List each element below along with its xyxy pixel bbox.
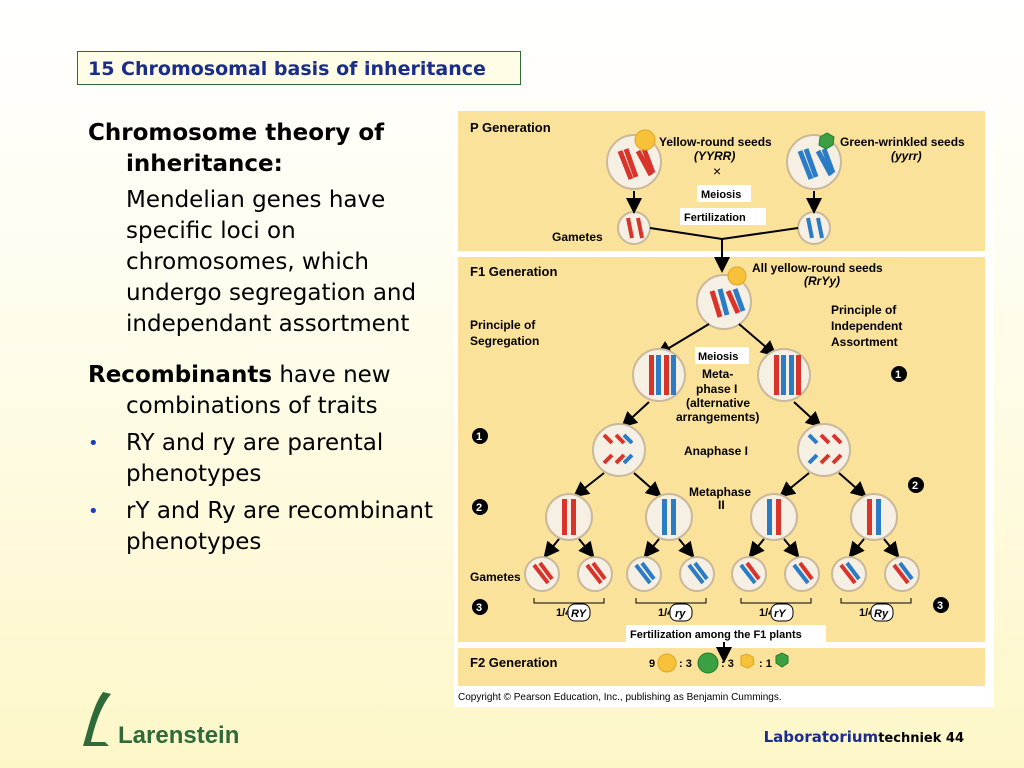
step-marker: 1: [891, 366, 907, 382]
principle-independent-line3: Assortment: [831, 335, 898, 349]
slide-title: 15 Chromosomal basis of inheritance: [77, 51, 521, 85]
gametes-label-f1: Gametes: [470, 570, 521, 584]
gamete-label-Ry: Ry: [874, 608, 889, 620]
metaphase1-cell-right: [757, 348, 811, 402]
metaphase2-cell: [645, 493, 693, 541]
f2-generation-label: F2 Generation: [470, 655, 557, 670]
p-generation-panel: [458, 111, 985, 251]
copyright-text: Copyright © Pearson Education, Inc., pub…: [458, 692, 782, 703]
bullet-dot: •: [88, 501, 99, 522]
bullet-parental: •RY and ry are parental phenotypes: [88, 430, 384, 487]
yellow-wrinkled-seed-icon: [740, 653, 755, 669]
step-marker: 2: [908, 477, 924, 493]
recombinants-line: Recombinants have new combinations of tr…: [88, 362, 391, 419]
yellow-seed-icon: [727, 266, 747, 286]
gamete-cell: [884, 556, 920, 592]
green-wrinkled-label: Green-wrinkled seeds: [840, 135, 965, 149]
all-yellow-round-label: All yellow-round seeds: [752, 261, 883, 275]
svg-text:3: 3: [937, 600, 943, 612]
green-round-seed-icon: [697, 652, 719, 674]
gamete-cell-green: [797, 211, 831, 245]
bullet-recombinant: •rY and Ry are recombinant phenotypes: [88, 498, 434, 555]
gamete-label-ry: ry: [675, 608, 686, 620]
larenstein-logo-icon: [83, 692, 111, 746]
svg-text:1: 1: [476, 431, 482, 443]
yellow-round-genotype: (YYRR): [694, 149, 735, 163]
green-wrinkled-seed-icon: [818, 132, 835, 150]
metaphase1-cell-left: [632, 348, 686, 402]
principle-independent-line2: Independent: [831, 319, 902, 333]
all-yellow-round-genotype: (RrYy): [804, 274, 840, 288]
svg-text:2: 2: [476, 502, 482, 514]
step-marker: 1: [472, 428, 488, 444]
metaphase2-label-b: II: [718, 498, 725, 512]
gamete-cell: [679, 556, 715, 592]
f1-generation-label: F1 Generation: [470, 264, 557, 279]
anaphase1-label: Anaphase I: [684, 444, 748, 458]
ratio-1: : 1: [759, 658, 772, 670]
metaphase1-text-c: (alternative: [686, 396, 750, 410]
svg-text:3: 3: [476, 602, 482, 614]
ratio-9: 9: [649, 658, 655, 670]
svg-text:2: 2: [912, 480, 918, 492]
cross-symbol: ×: [713, 163, 721, 179]
metaphase1-text-a: Meta-: [702, 367, 733, 381]
ratio-3b: : 3: [721, 658, 734, 670]
bullet-dot: •: [88, 433, 99, 454]
metaphase2-cell: [750, 493, 798, 541]
gamete-cell: [577, 556, 613, 592]
yellow-parent-cell: [606, 129, 662, 190]
inheritance-diagram: P Generation Yellow-round seeds (YYRR) G…: [458, 111, 985, 703]
metaphase1-text-b: phase I: [696, 382, 737, 396]
inheritance-figure: P Generation Yellow-round seeds (YYRR) G…: [454, 107, 994, 707]
green-wrinkled-genotype: (yyrr): [891, 149, 922, 163]
metaphase1-text-d: arrangements): [676, 410, 759, 424]
f1-cell: [696, 266, 752, 330]
anaphase1-cell-right: [797, 423, 851, 477]
step-marker: 3: [933, 597, 949, 613]
yellow-round-seed-icon: [657, 653, 677, 673]
anaphase1-cell-left: [592, 423, 646, 477]
gamete-cell: [831, 556, 867, 592]
fertilization-f1-label: Fertilization among the F1 plants: [630, 629, 802, 641]
gamete-cell: [524, 556, 560, 592]
step-marker: 3: [472, 599, 488, 615]
footer-page: techniek 44: [878, 731, 964, 746]
gamete-cell: [626, 556, 662, 592]
logo-text: Larenstein: [118, 722, 240, 749]
footer-main: Laboratorium: [763, 728, 879, 746]
step-marker: 2: [472, 499, 488, 515]
ratio-3a: : 3: [679, 658, 692, 670]
footer: Laboratoriumtechniek 44: [764, 728, 964, 746]
metaphase2-label-a: Metaphase: [689, 485, 751, 499]
slide-body: Chromosome theory of inheritance: Mendel…: [88, 118, 438, 558]
metaphase2-cell: [545, 493, 593, 541]
gamete-cell: [731, 556, 767, 592]
yellow-seed-icon: [634, 129, 656, 151]
meiosis-label-f1: Meiosis: [698, 351, 738, 363]
gamete-label-rY: rY: [774, 608, 787, 620]
fertilization-label: Fertilization: [684, 212, 746, 224]
gamete-label-RY: RY: [571, 608, 588, 620]
svg-text:1: 1: [895, 369, 901, 381]
gamete-cell: [784, 556, 820, 592]
heading-chromosome-theory: Chromosome theory of inheritance:: [88, 120, 385, 177]
green-wrinkled-seed-icon: [775, 652, 789, 668]
p-generation-label: P Generation: [470, 120, 551, 135]
yellow-round-label: Yellow-round seeds: [659, 135, 772, 149]
green-parent-cell: [786, 132, 842, 190]
principle-independent-line1: Principle of: [831, 303, 897, 317]
paragraph-mendelian: Mendelian genes have specific loci on ch…: [126, 187, 417, 337]
meiosis-label: Meiosis: [701, 189, 741, 201]
principle-segregation-line1: Principle of: [470, 318, 536, 332]
gamete-cell-yellow: [617, 211, 651, 245]
principle-segregation-line2: Segregation: [470, 334, 539, 348]
metaphase2-cell: [850, 493, 898, 541]
gametes-label-p: Gametes: [552, 230, 603, 244]
